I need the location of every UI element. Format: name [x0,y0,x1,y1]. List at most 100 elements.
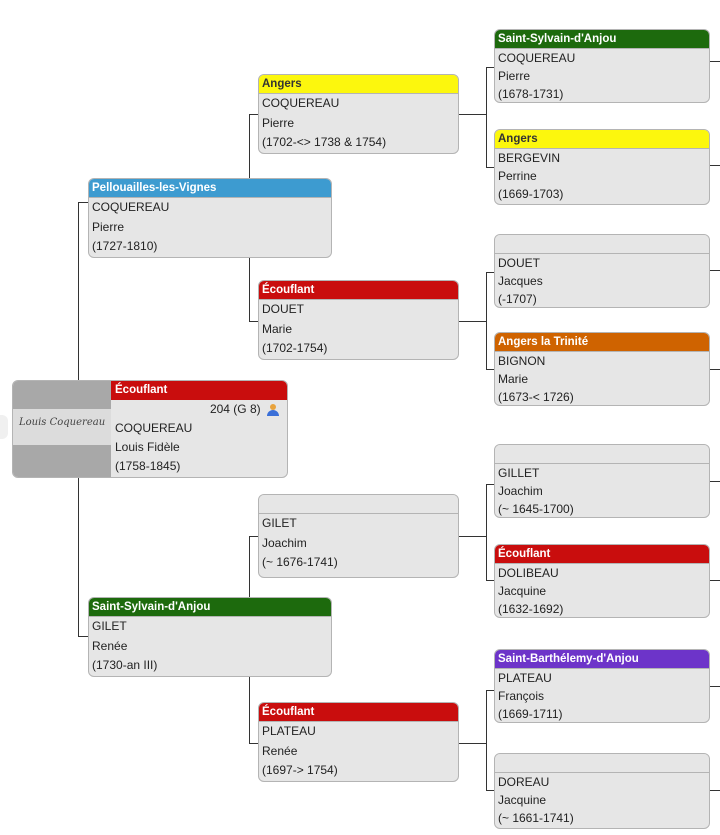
given-name: Renée [92,638,128,653]
life-dates: (1727-1810) [92,239,158,253]
surname: COQUEREAU [92,200,170,214]
life-dates: (1669-1703) [498,187,564,201]
connector [486,272,494,273]
connector [78,636,88,637]
life-dates: (1702-<> 1738 & 1754) [262,135,387,149]
given-name: Jacquine [498,793,547,807]
person-card-mf[interactable]: GILET Joachim (~ 1676-1741) [258,494,459,578]
connector [710,790,720,791]
given-name: François [498,689,545,703]
person-card-mfm[interactable]: Écouflant DOLIBEAU Jacquine (1632-1692) [494,544,710,618]
person-card-mmf[interactable]: Saint-Barthélemy-d'Anjou PLATEAU Françoi… [494,649,710,723]
connector [486,690,494,691]
signature-photo[interactable]: Louis Coquereau [13,381,111,477]
connector [249,743,258,744]
connector [249,536,258,537]
connector [710,165,720,166]
root-given-name: Louis Fidèle [115,440,180,454]
place-header-empty [495,754,709,773]
connector [249,321,258,322]
place-header: Saint-Barthélemy-d'Anjou [495,650,709,669]
person-card-mother[interactable]: Saint-Sylvain-d'Anjou GILET Renée (1730-… [88,597,332,677]
place-header: Angers [259,75,458,94]
person-card-ffm[interactable]: Angers BERGEVIN Perrine (1669-1703) [494,129,710,205]
given-name: Joachim [498,484,543,498]
scroll-edge [0,415,8,439]
root-person-card[interactable]: Louis Coquereau Écouflant 204 (G 8) COQU… [12,380,288,478]
surname: COQUEREAU [498,51,576,65]
connector [486,167,494,168]
root-surname: COQUEREAU [115,421,193,435]
connector [459,114,486,115]
person-card-mff[interactable]: GILLET Joachim (~ 1645-1700) [494,444,710,518]
person-card-fff[interactable]: Saint-Sylvain-d'Anjou COQUEREAU Pierre (… [494,29,710,103]
person-card-father[interactable]: Pellouailles-les-Vignes COQUEREAU Pierre… [88,178,332,258]
connector [486,272,487,369]
person-card-ff[interactable]: Angers COQUEREAU Pierre (1702-<> 1738 & … [258,74,459,154]
place-header: Saint-Sylvain-d'Anjou [89,598,331,617]
life-dates: (1702-1754) [262,341,328,355]
person-card-mmm[interactable]: DOREAU Jacquine (~ 1661-1741) [494,753,710,829]
given-name: Pierre [262,115,295,130]
surname: GILET [92,619,127,633]
surname: BERGEVIN [498,151,561,165]
life-dates: (1632-1692) [498,602,564,616]
life-dates: (~ 1661-1741) [498,811,574,825]
place-header: Écouflant [259,281,458,300]
signature-image: Louis Coquereau [19,417,106,428]
person-card-fm[interactable]: Écouflant DOUET Marie (1702-1754) [258,280,459,360]
place-header: Angers la Trinité [495,333,709,352]
place-header: Saint-Sylvain-d'Anjou [495,30,709,49]
place-header: Pellouailles-les-Vignes [89,179,331,198]
place-header-empty [259,495,458,514]
signature-strip [13,409,111,445]
given-name: Pierre [498,69,531,83]
sosa-number: 204 (G 8) [111,400,287,419]
life-dates: (1678-1731) [498,87,564,101]
connector [486,484,494,485]
surname: DOUET [498,256,540,270]
life-dates: (1730-an III) [92,658,158,672]
place-header: Angers [495,130,709,149]
life-dates: (~ 1676-1741) [262,555,338,569]
given-name: Joachim [262,535,307,550]
given-name: Perrine [498,169,537,183]
place-header: Écouflant [495,545,709,564]
connector [78,202,88,203]
connector [459,536,486,537]
person-card-mm[interactable]: Écouflant PLATEAU Renée (1697-> 1754) [258,702,459,782]
connector [486,484,487,580]
connector [710,270,720,271]
person-icon[interactable] [267,403,279,416]
given-name: Marie [498,372,529,386]
connector [486,369,494,370]
life-dates: (1673-< 1726) [498,390,574,404]
root-place: Écouflant [111,381,287,400]
life-dates: (1697-> 1754) [262,763,338,777]
connector [710,481,720,482]
surname: COQUEREAU [262,96,340,110]
connector [459,743,486,744]
surname: PLATEAU [262,724,316,738]
given-name: Marie [262,321,293,336]
connector [710,61,720,62]
place-header-empty [495,445,709,464]
surname: BIGNON [498,354,546,368]
connector [486,67,494,68]
surname: GILLET [498,466,540,480]
life-dates: (1669-1711) [498,707,563,721]
life-dates: (-1707) [498,292,537,306]
person-card-fmm[interactable]: Angers la Trinité BIGNON Marie (1673-< 1… [494,332,710,406]
place-header-empty [495,235,709,254]
person-card-fmf[interactable]: DOUET Jacques (-1707) [494,234,710,308]
life-dates: (~ 1645-1700) [498,502,574,516]
sosa-label: 204 (G 8) [209,402,261,416]
connector [486,790,494,791]
given-name: Renée [262,743,298,758]
connector [486,580,494,581]
given-name: Pierre [92,219,125,234]
place-header: Écouflant [259,703,458,722]
connector [486,690,487,790]
connector [710,580,720,581]
connector [486,67,487,167]
